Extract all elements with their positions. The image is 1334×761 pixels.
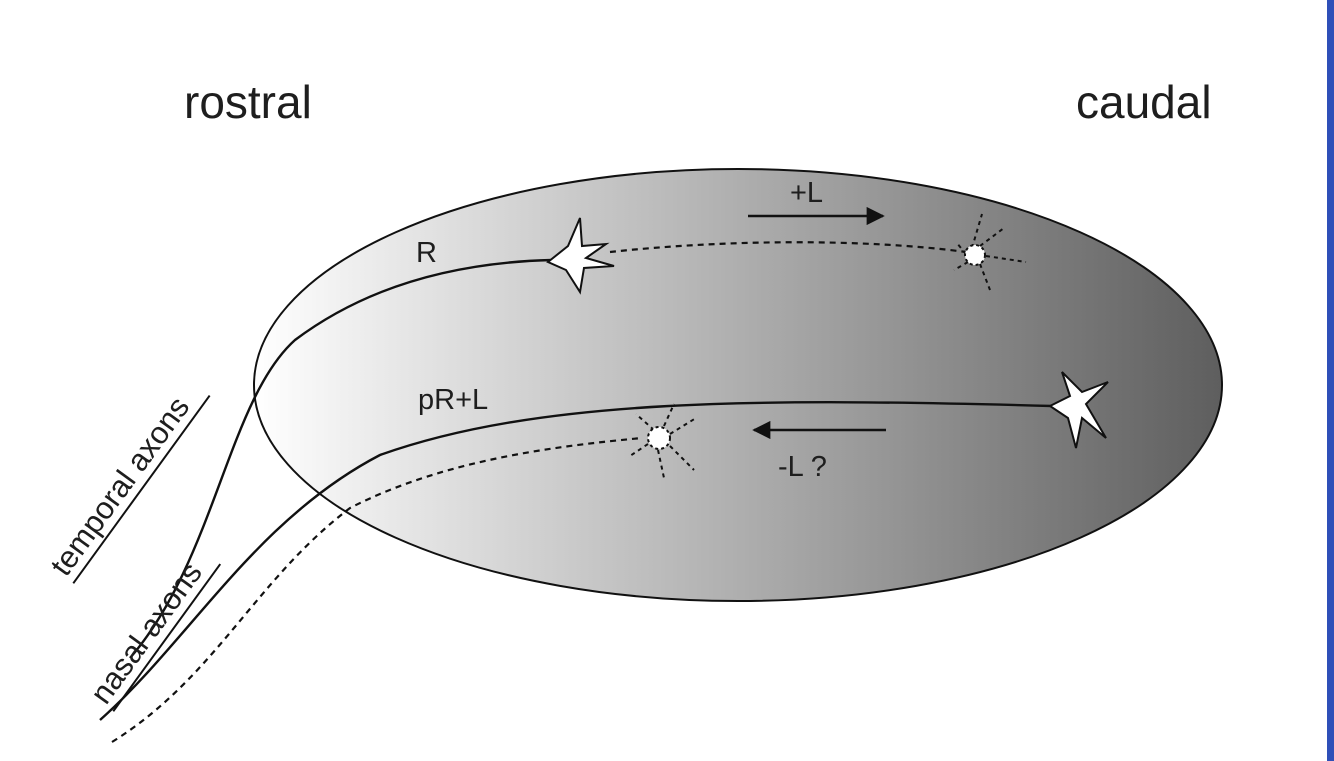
ghost-growth-cone-lower	[629, 403, 697, 479]
growth-cone-caudal	[1048, 371, 1109, 449]
nasal-axons-label: nasal axons	[83, 556, 209, 710]
temporal-axon-line	[129, 258, 553, 659]
temporal-axons-underline	[72, 395, 211, 584]
nasal-axon-solid-line	[99, 401, 1053, 721]
tectum-ellipse	[253, 168, 1223, 602]
r-label: R	[416, 237, 437, 269]
caudal-label: caudal	[1076, 76, 1212, 128]
plus-l-label: +L	[790, 177, 823, 209]
nasal-axon-dashed-line	[111, 436, 643, 743]
pr-l-label: pR+L	[418, 384, 488, 416]
nasal-axons-underline	[112, 563, 222, 712]
temporal-axons-label: temporal axons	[43, 390, 196, 582]
right-edge-bar	[1327, 0, 1334, 761]
r-dashed-path	[609, 241, 967, 254]
rostral-label: rostral	[184, 76, 312, 128]
ghost-growth-cone-upper	[953, 213, 1027, 291]
minus-l-label: -L ?	[778, 451, 827, 483]
growth-cone-r	[546, 217, 615, 295]
